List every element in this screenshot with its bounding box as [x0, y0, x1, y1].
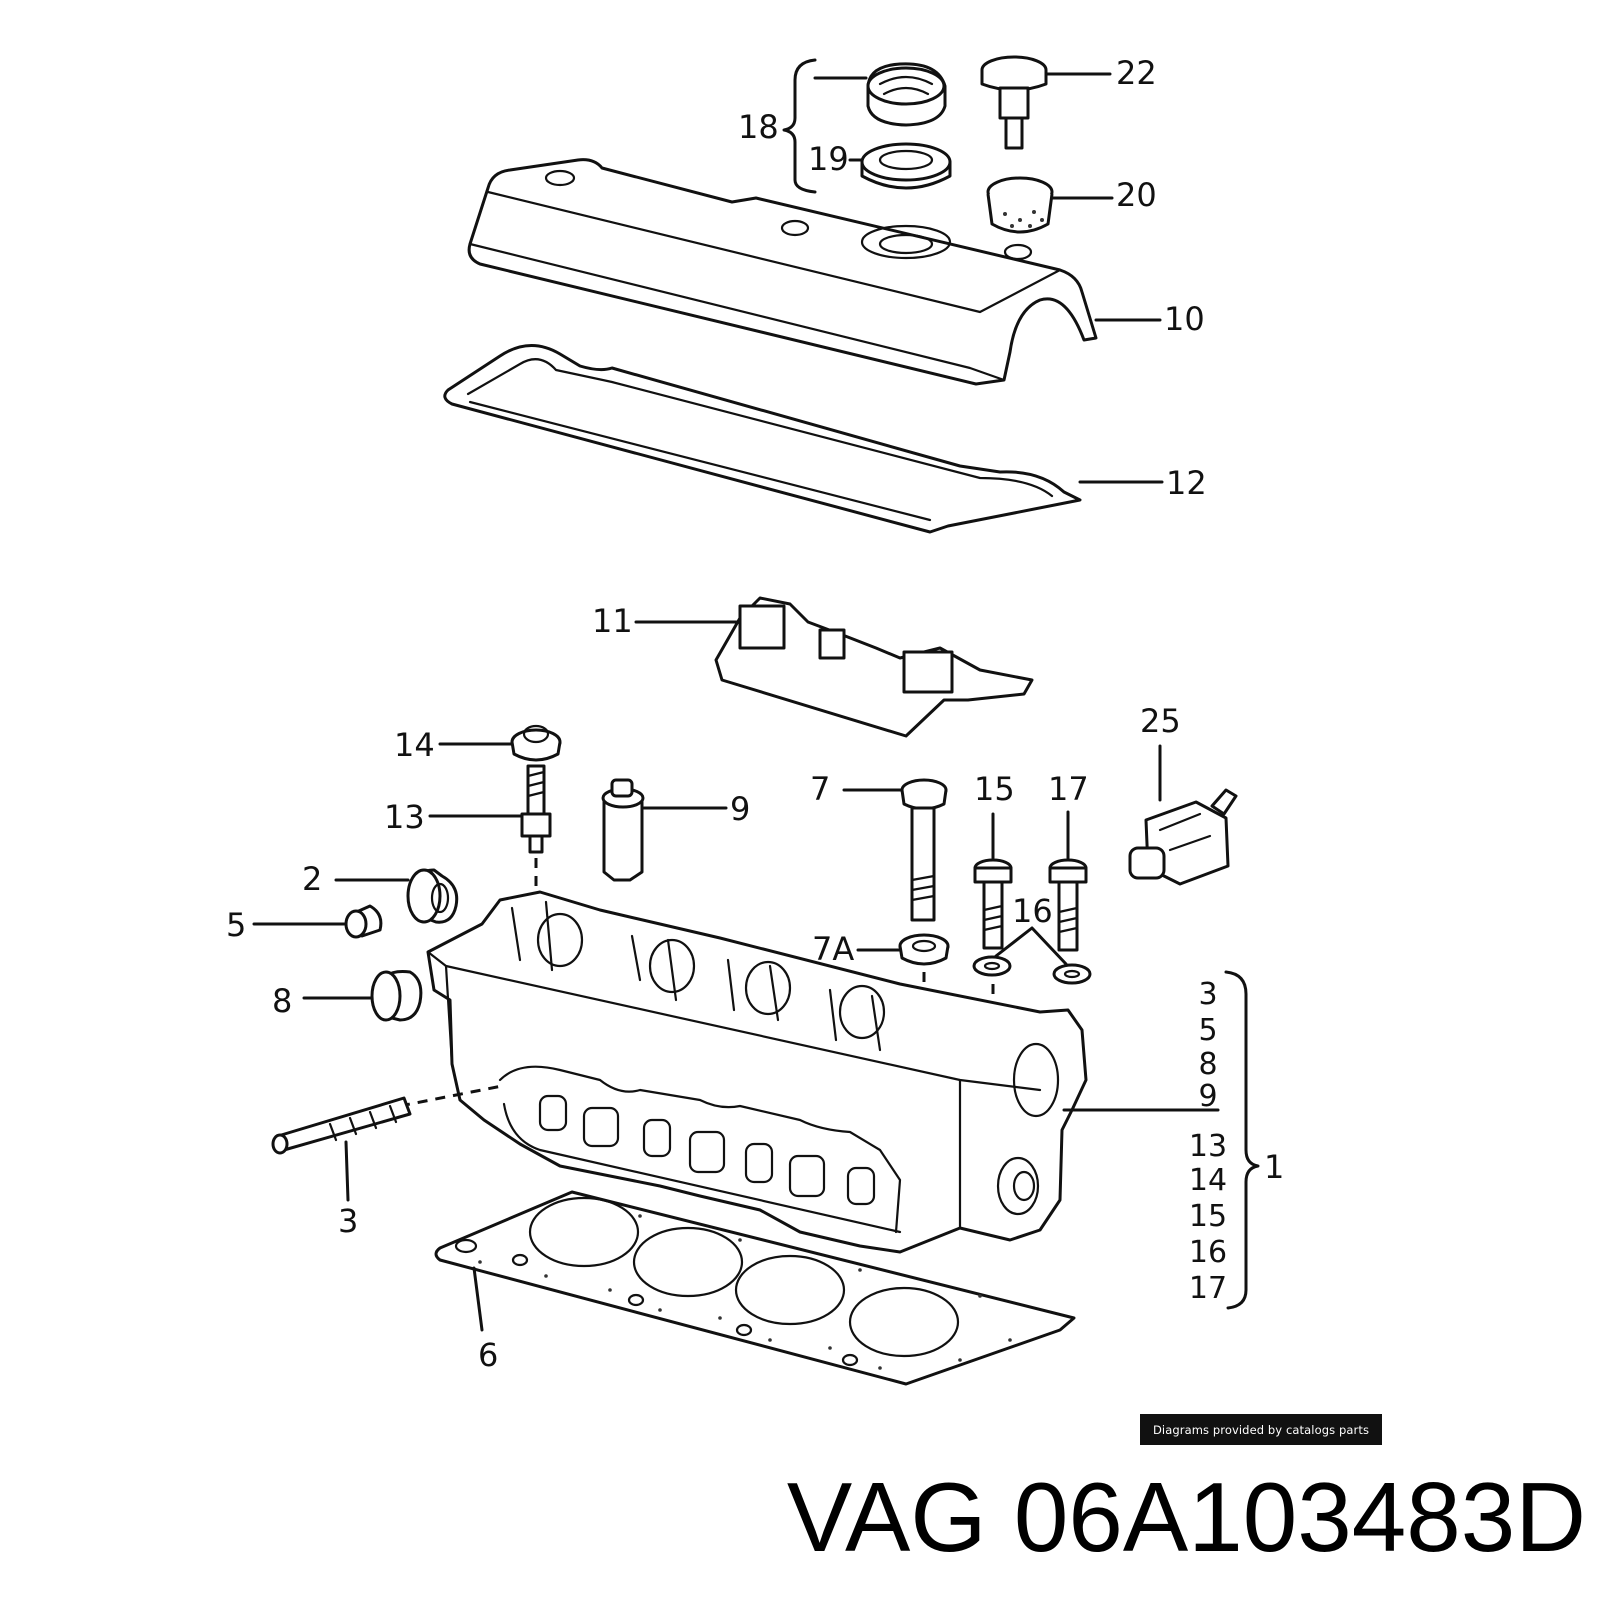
cylinder-head-gasket — [434, 1190, 1076, 1386]
temperature-sender — [1128, 788, 1238, 886]
callout-8: 8 — [272, 982, 292, 1020]
cylinder-head — [426, 890, 1088, 1254]
washers-16 — [972, 955, 1092, 985]
kit-item: 9 — [1198, 1079, 1217, 1114]
callout-13: 13 — [384, 798, 425, 836]
callout-15: 15 — [974, 770, 1015, 808]
callout-16: 16 — [1012, 892, 1053, 930]
kit-item: 13 — [1189, 1129, 1227, 1164]
diagram-credit-badge: Diagrams provided by catalogs parts — [1140, 1414, 1382, 1445]
callout-3: 3 — [338, 1202, 358, 1240]
bolt-17 — [1048, 858, 1088, 952]
oil-filler-cap — [866, 62, 947, 127]
callout-19: 19 — [808, 140, 849, 178]
valve-stem-seal — [898, 933, 950, 966]
bracket-18 — [782, 58, 817, 194]
callout-22: 22 — [1116, 54, 1157, 92]
filler-cap-seal — [860, 142, 952, 190]
callout-1: 1 — [1264, 1148, 1284, 1186]
valve-guide — [900, 778, 948, 922]
kit-item: 14 — [1189, 1163, 1227, 1198]
callout-12: 12 — [1166, 464, 1207, 502]
callout-7: 7 — [810, 770, 830, 808]
nut — [510, 724, 562, 762]
kit-item: 17 — [1189, 1271, 1227, 1306]
end-cap — [370, 970, 423, 1022]
callout-6: 6 — [478, 1336, 498, 1374]
kit-contents-list: 3 5 8 9 13 14 15 16 17 — [1189, 977, 1227, 1306]
valve-cover-gasket — [443, 344, 1082, 534]
kit-item: 3 — [1198, 977, 1217, 1012]
callout-7A: 7A — [812, 930, 854, 968]
cover-bolt — [980, 55, 1048, 150]
stud — [520, 764, 552, 854]
kit-item: 8 — [1198, 1047, 1217, 1082]
callout-5: 5 — [226, 906, 246, 944]
callout-20: 20 — [1116, 176, 1157, 214]
callout-10: 10 — [1164, 300, 1205, 338]
part-number-title: VAG 06A103483D — [786, 1461, 1586, 1572]
camshaft-seal — [406, 868, 459, 924]
kit-item: 5 — [1198, 1013, 1217, 1048]
callout-18: 18 — [738, 108, 779, 146]
callout-11: 11 — [592, 602, 633, 640]
bolt-15 — [973, 858, 1013, 950]
valve-cover — [467, 158, 1098, 386]
callout-17: 17 — [1048, 770, 1089, 808]
callout-9: 9 — [730, 790, 750, 828]
plug — [344, 904, 383, 939]
manifold-stud — [271, 1096, 412, 1155]
kit-item: 16 — [1189, 1235, 1227, 1270]
callout-25: 25 — [1140, 702, 1181, 740]
hydraulic-tappet — [601, 778, 645, 882]
rubber-grommet — [986, 176, 1054, 234]
callout-14: 14 — [394, 726, 435, 764]
oil-baffle-plate — [714, 596, 1034, 738]
bracket-1 — [1224, 970, 1260, 1310]
callout-2: 2 — [302, 860, 322, 898]
kit-item: 15 — [1189, 1199, 1227, 1234]
